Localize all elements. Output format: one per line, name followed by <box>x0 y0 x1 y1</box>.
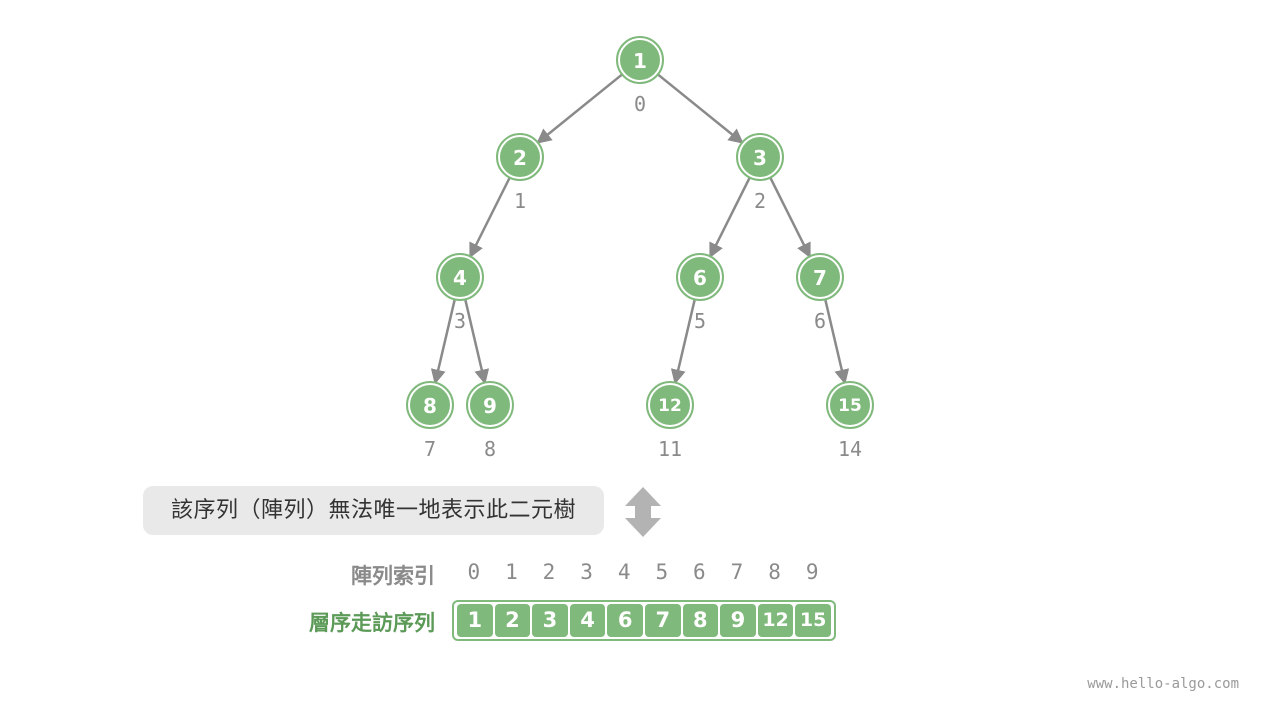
tree-node-value: 3 <box>753 146 767 170</box>
tree-edge <box>768 176 811 259</box>
level-order-cell: 4 <box>569 604 606 637</box>
tree-node: 87 <box>406 381 454 461</box>
non-unique-note: 該序列（陣列）無法唯一地表示此二元樹 <box>143 486 604 535</box>
array-index-cell: 3 <box>580 560 593 584</box>
tree-edges <box>430 72 850 385</box>
tree-edge <box>463 298 490 385</box>
array-index-cell: 6 <box>693 560 706 584</box>
level-order-cell: 6 <box>607 604 643 637</box>
level-order-label: 層序走訪序列 <box>309 611 435 635</box>
array-index-cell: 1 <box>505 560 518 584</box>
tree-node: 12 11 <box>646 381 694 461</box>
tree-edge <box>430 298 457 385</box>
tree-node-value: 7 <box>813 266 827 290</box>
tree-node-index: 2 <box>754 189 766 213</box>
level-order-cell: 15 <box>795 604 831 637</box>
array-index-cell: 4 <box>617 560 631 584</box>
tree-node-value: 4 <box>453 266 467 290</box>
tree-node: 76 <box>796 253 844 333</box>
level-order-cell: 8 <box>682 604 719 637</box>
array-index-cell: 7 <box>730 560 744 584</box>
level-order-cell: 7 <box>644 604 681 637</box>
tree-edge <box>709 176 752 259</box>
array-index-cell: 9 <box>805 560 819 584</box>
tree-node-index: 8 <box>484 437 496 461</box>
tree-edge <box>670 298 697 385</box>
array-index-label: 陣列索引 <box>351 564 435 588</box>
tree-node-value: 6 <box>693 266 707 290</box>
tree-edge <box>656 72 744 144</box>
level-order-cell: 2 <box>494 604 531 637</box>
level-order-cell: 1 <box>457 604 493 637</box>
tree-node-value: 1 <box>633 49 647 73</box>
tree-node-value: 8 <box>423 394 437 418</box>
array-index-cell: 0 <box>467 560 481 584</box>
tree-node-index: 14 <box>838 437 862 461</box>
tree-node: 43 <box>436 253 484 333</box>
tree-edge <box>536 72 624 144</box>
tree-node-index: 7 <box>424 437 436 461</box>
level-order-cell: 3 <box>532 604 568 637</box>
tree-node-value: 9 <box>483 394 497 418</box>
tree-node-index: 3 <box>454 309 466 333</box>
tree-node-index: 11 <box>658 437 682 461</box>
tree-node: 65 <box>676 253 724 333</box>
tree-node: 21 <box>496 133 544 213</box>
tree-node-value: 12 <box>658 396 682 416</box>
array-index-cell: 2 <box>542 560 556 584</box>
tree-edge <box>823 298 850 385</box>
array-index-cell: 8 <box>768 560 781 584</box>
tree-node-index: 6 <box>814 309 826 333</box>
tree-node: 10 <box>616 36 664 116</box>
tree-edge <box>469 176 512 259</box>
swap-arrows-icon <box>625 487 661 537</box>
tree-node-value: 2 <box>513 146 527 170</box>
tree-node-index: 1 <box>514 189 526 213</box>
level-order-cell: 12 <box>757 604 794 637</box>
tree-node: 32 <box>736 133 784 213</box>
level-order-cell: 9 <box>720 604 756 637</box>
array-index-cell: 5 <box>655 560 669 584</box>
tree-node-index: 5 <box>694 309 706 333</box>
tree-node-value: 15 <box>838 396 862 416</box>
tree-node-index: 0 <box>634 92 646 116</box>
tree-node: 98 <box>466 381 514 461</box>
watermark: www.hello-algo.com <box>1087 676 1239 692</box>
